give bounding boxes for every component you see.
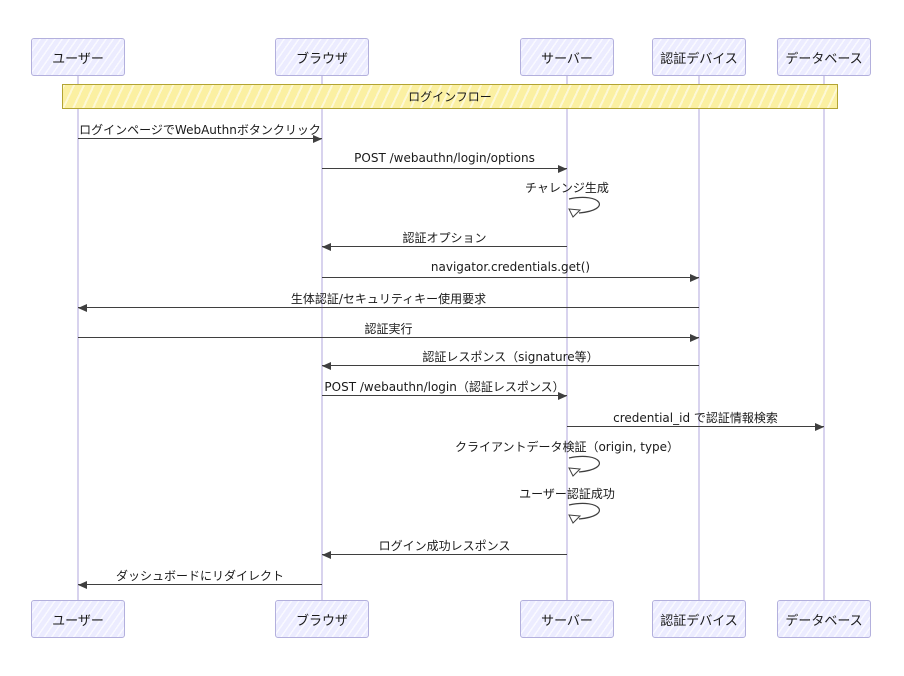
participant-label: サーバー [541, 613, 593, 629]
message-label: クライアントデータ検証（origin, type） [454, 440, 680, 454]
lifeline-browser [321, 76, 323, 600]
participant-label: ブラウザ [295, 51, 348, 67]
arrowhead-right-icon [558, 391, 567, 400]
participant-bottom-user: ユーザー [31, 600, 125, 638]
arrowhead-left-icon [322, 242, 331, 251]
message-label: POST /webauthn/login（認証レスポンス） [324, 380, 565, 394]
message-label: ダッシュボードにリダイレクト [115, 569, 285, 583]
message-label: 生体認証/セキュリティキー使用要求 [290, 292, 487, 306]
message-label: POST /webauthn/login/options [354, 151, 535, 165]
self-loop-arrow [567, 455, 617, 485]
participant-label: 認証デバイス [660, 613, 738, 629]
arrowhead-right-icon [690, 273, 699, 282]
lifeline-server [566, 76, 568, 600]
arrowhead-left-icon [322, 361, 331, 370]
participant-top-browser: ブラウザ [275, 38, 369, 76]
message-label: ログイン成功レスポンス [378, 539, 511, 553]
lifeline-database [823, 76, 825, 600]
flow-title-banner: ログインフロー [62, 84, 838, 109]
lifeline-user [77, 76, 79, 600]
participant-label: 認証デバイス [660, 51, 738, 67]
message-label: navigator.credentials.get() [430, 260, 591, 274]
participant-label: サーバー [541, 51, 593, 67]
participant-label: ブラウザ [295, 613, 348, 629]
message-label: ユーザー認証成功 [519, 487, 615, 501]
participant-label: ユーザー [52, 51, 104, 67]
participant-bottom-authdevice: 認証デバイス [652, 600, 746, 638]
message-line [78, 307, 699, 308]
arrowhead-left-icon [322, 550, 331, 559]
arrowhead-right-icon [313, 134, 322, 143]
message-line [322, 554, 567, 555]
participant-top-user: ユーザー [31, 38, 125, 76]
participant-bottom-server: サーバー [520, 600, 614, 638]
lifeline-authdevice [698, 76, 700, 600]
diagram-title: ログインフロー [408, 90, 492, 104]
self-loop-arrow [567, 502, 617, 532]
participant-top-server: サーバー [520, 38, 614, 76]
message-line [322, 246, 567, 247]
message-line [322, 395, 567, 396]
message-label: ログインページでWebAuthnボタンクリック [79, 123, 321, 137]
participant-bottom-browser: ブラウザ [275, 600, 369, 638]
arrowhead-right-icon [558, 164, 567, 173]
arrowhead-left-icon [78, 303, 87, 312]
message-label: チャレンジ生成 [525, 181, 609, 195]
message-line [78, 138, 322, 139]
message-line [78, 584, 322, 585]
participant-label: データベース [785, 613, 863, 629]
participant-top-authdevice: 認証デバイス [652, 38, 746, 76]
arrowhead-left-icon [78, 580, 87, 589]
message-line [78, 337, 699, 338]
message-label: 認証実行 [364, 322, 413, 336]
participant-label: データベース [785, 51, 863, 67]
message-line [322, 277, 699, 278]
self-loop-arrow [567, 196, 617, 226]
participant-bottom-database: データベース [777, 600, 871, 638]
message-line [322, 168, 567, 169]
message-line [322, 365, 699, 366]
arrowhead-right-icon [690, 333, 699, 342]
message-label: 認証オプション [402, 231, 487, 245]
message-line [567, 426, 824, 427]
message-label: 認証レスポンス（signature等） [422, 350, 599, 364]
message-label: credential_id で認証情報検索 [613, 411, 778, 425]
participant-label: ユーザー [52, 613, 104, 629]
participant-top-database: データベース [777, 38, 871, 76]
arrowhead-right-icon [815, 422, 824, 431]
